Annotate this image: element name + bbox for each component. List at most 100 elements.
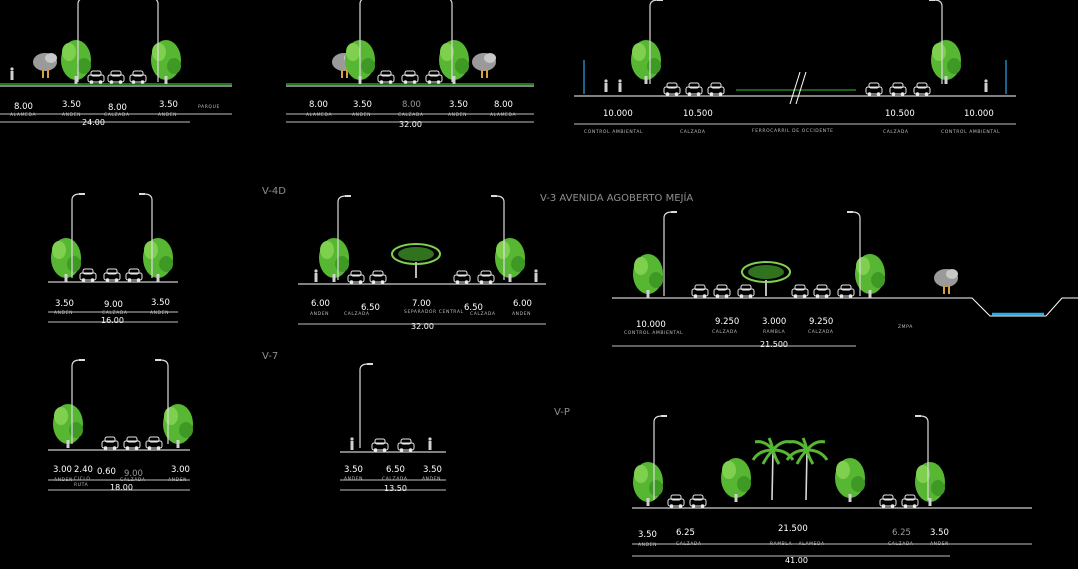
s8-sub-2: ANDEN bbox=[422, 477, 442, 482]
s7-dim-1: 2.40 bbox=[74, 465, 93, 475]
s3-sub-4: CONTROL AMBIENTAL bbox=[941, 130, 1001, 135]
s9-sub-2: RAMBLA - ALAMEDA bbox=[770, 542, 825, 547]
s8-sub-0: ANDEN bbox=[344, 477, 364, 482]
s1-dim-3: 3.50 bbox=[159, 100, 178, 110]
s8-dim-0: 3.50 bbox=[344, 465, 363, 475]
s2-sub-4: ALAMEDA bbox=[490, 113, 517, 118]
s6-sub-3: CALZADA bbox=[808, 330, 834, 335]
s9-dim-4: 3.50 bbox=[930, 528, 949, 538]
s7-sub-0: ANDEN bbox=[54, 478, 74, 483]
s5-sub-4: ANDEN bbox=[512, 312, 532, 317]
s1-sub-3: ANDEN bbox=[158, 113, 178, 118]
s4-dim-1: 9.00 bbox=[104, 300, 123, 310]
s5-total: 32.00 bbox=[411, 322, 434, 331]
section-s6 bbox=[612, 210, 1078, 347]
s6-total: 21.500 bbox=[760, 340, 788, 349]
s1-dim-1: 3.50 bbox=[62, 100, 81, 110]
s7-sub-3: CALZADA bbox=[120, 478, 146, 483]
s2-dim-3: 3.50 bbox=[449, 100, 468, 110]
s9-sub-3: CALZADA bbox=[888, 542, 914, 547]
s6-dim-3: 9.250 bbox=[809, 317, 834, 327]
title-v3: V-3 AVENIDA AGOBERTO MEJÍA bbox=[540, 193, 694, 204]
section-s9 bbox=[632, 414, 1032, 557]
s2-dim-1: 3.50 bbox=[353, 100, 372, 110]
s7-total: 18.00 bbox=[110, 483, 133, 492]
s7-dim-3: 9.00 bbox=[124, 469, 143, 479]
s1-dim-2: 8.00 bbox=[108, 103, 127, 113]
s3-sub-3: CALZADA bbox=[883, 130, 909, 135]
s4-total: 16.00 bbox=[101, 316, 124, 325]
s5-dim-2: 7.00 bbox=[412, 299, 431, 309]
s2-dim-2: 8.00 bbox=[402, 100, 421, 110]
s9-dim-3: 6.25 bbox=[892, 528, 911, 538]
s1-sub-4: PARQUE bbox=[198, 105, 220, 110]
s8-dim-2: 3.50 bbox=[423, 465, 442, 475]
s7-dim-2: 0.60 bbox=[97, 467, 116, 477]
s7-sub-4: ANDEN bbox=[168, 478, 188, 483]
s2-dim-0: 8.00 bbox=[309, 100, 328, 110]
s5-sub-0: ANDEN bbox=[310, 312, 330, 317]
s2-dim-4: 8.00 bbox=[494, 100, 513, 110]
s4-sub-0: ANDEN bbox=[54, 311, 74, 316]
s4-dim-2: 3.50 bbox=[151, 298, 170, 308]
s1-dim-0: 8.00 bbox=[14, 102, 33, 112]
s8-dim-1: 6.50 bbox=[386, 465, 405, 475]
s8-total: 13.50 bbox=[384, 484, 407, 493]
s1-sub-1: ANDEN bbox=[62, 113, 82, 118]
s1-sub-2: CALZADA bbox=[104, 113, 130, 118]
section-s3 bbox=[574, 0, 1016, 125]
s2-sub-2: CALZADA bbox=[398, 113, 424, 118]
section-s4 bbox=[48, 192, 178, 323]
s3-sub-0: CONTROL AMBIENTAL bbox=[584, 130, 644, 135]
s4-dim-0: 3.50 bbox=[55, 299, 74, 309]
title-vp: V-P bbox=[554, 407, 570, 418]
title-v4d: V-4D bbox=[262, 186, 286, 197]
section-s2 bbox=[286, 0, 534, 123]
s7-dim-4: 3.00 bbox=[171, 465, 190, 475]
s6-dim-1: 9.250 bbox=[715, 317, 740, 327]
s6-sub-1: CALZADA bbox=[712, 330, 738, 335]
s5-dim-0: 6.00 bbox=[311, 299, 330, 309]
s5-dim-1: 6.50 bbox=[361, 303, 380, 313]
s5-sub-1: CALZADA bbox=[344, 312, 370, 317]
s4-sub-1: CALZADA bbox=[102, 311, 128, 316]
s2-total: 32.00 bbox=[399, 120, 422, 129]
s9-sub-4: ANDEN bbox=[930, 542, 950, 547]
s6-sub-2: RAMBLA bbox=[763, 330, 786, 335]
s3-dim-4: 10.000 bbox=[964, 109, 994, 119]
s9-sub-0: ANDEN bbox=[638, 543, 658, 548]
s3-sub-2: FERROCARRIL DE OCCIDENTE bbox=[752, 129, 834, 134]
section-s1 bbox=[0, 0, 232, 123]
s4-sub-2: ANDEN bbox=[150, 311, 170, 316]
s7-sub-1: CICLO RUTA bbox=[74, 477, 91, 488]
s3-dim-3: 10.500 bbox=[885, 109, 915, 119]
s6-sub-4: ZMPA bbox=[898, 325, 913, 330]
s9-total: 41.00 bbox=[785, 556, 808, 565]
s6-dim-2: 3.000 bbox=[762, 317, 787, 327]
section-s5 bbox=[298, 194, 546, 325]
s2-sub-1: ANDEN bbox=[352, 113, 372, 118]
s1-total: 24.00 bbox=[82, 118, 105, 127]
s9-dim-2: 21.500 bbox=[778, 524, 808, 534]
s9-dim-1: 6.25 bbox=[676, 528, 695, 538]
s5-dim-4: 6.00 bbox=[513, 299, 532, 309]
s5-dim-3: 6.50 bbox=[464, 303, 483, 313]
s3-dim-0: 10.000 bbox=[603, 109, 633, 119]
s8-sub-1: CALZADA bbox=[382, 477, 408, 482]
s9-dim-0: 3.50 bbox=[638, 530, 657, 540]
s5-sub-3: CALZADA bbox=[470, 312, 496, 317]
s1-sub-0: ALAMEDA bbox=[10, 113, 37, 118]
section-s7 bbox=[48, 358, 193, 491]
s6-dim-0: 10.000 bbox=[636, 320, 666, 330]
s3-dim-1: 10.500 bbox=[683, 109, 713, 119]
title-v7: V-7 bbox=[262, 351, 279, 362]
s5-sub-2: SEPARADOR CENTRAL bbox=[404, 310, 464, 315]
section-s8 bbox=[340, 362, 446, 491]
s2-sub-0: ALAMEDA bbox=[306, 113, 333, 118]
s2-sub-3: ANDEN bbox=[448, 113, 468, 118]
s7-dim-0: 3.00 bbox=[53, 465, 72, 475]
s9-sub-1: CALZADA bbox=[676, 542, 702, 547]
s6-sub-0: CONTROL AMBIENTAL bbox=[624, 331, 684, 336]
